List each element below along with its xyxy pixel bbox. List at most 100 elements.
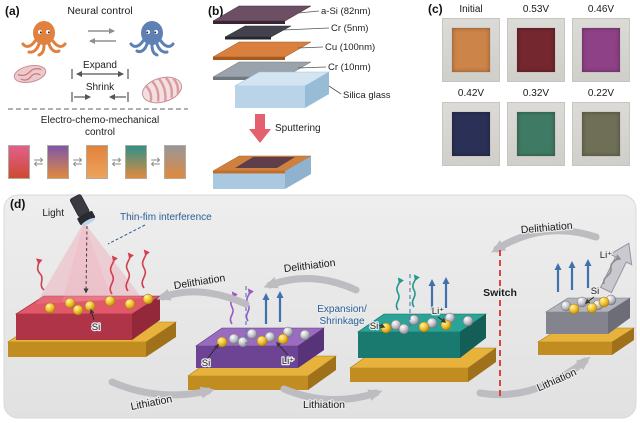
expansion-label-line1: Expansion/: [317, 304, 367, 315]
slab-side-face: [460, 314, 486, 358]
base-front-face: [8, 342, 146, 357]
label-pointer-lines: [89, 296, 595, 359]
sample-chip: [582, 28, 620, 72]
layer-face: [224, 25, 292, 38]
sample-chip: [517, 112, 555, 156]
si-atom: [124, 298, 136, 310]
li-ion: [576, 296, 588, 308]
sample-photo: [442, 102, 500, 166]
panel-b-label: (b): [208, 4, 223, 18]
sample-chip: [582, 112, 620, 156]
delithiation-arrow-3: [491, 227, 600, 253]
layer-label-cr10: Cr (10nm): [328, 62, 371, 73]
state-swatch: [164, 145, 186, 179]
device-cu-edge: [213, 171, 285, 174]
voltage-sample: 0.32V: [507, 88, 565, 166]
device-glass-side: [285, 156, 311, 189]
layer-edge: [213, 21, 285, 24]
lithiation-arrow-3: [476, 356, 591, 399]
octopus-pupil: [39, 31, 42, 34]
layer-label-cu: Cu (100nm): [325, 42, 375, 53]
panel-b: (b): [195, 0, 425, 192]
panel-c: (c) Initial 0.53V 0.46V 0.4: [425, 0, 640, 192]
base-side-face: [146, 322, 176, 357]
si-label-slab2: Si: [202, 358, 210, 369]
li-label-slab3: Li⁺: [432, 306, 444, 317]
delithiation-label-3: Delithiation: [520, 220, 573, 236]
si-atom: [418, 321, 430, 333]
octopus-tentacles: [129, 39, 175, 57]
layer-cr-5nm: [224, 25, 292, 40]
interference-pointer-line: [107, 224, 146, 245]
device-a-si-region: [235, 157, 295, 168]
si-atom: [72, 304, 84, 316]
layer-edge: [213, 57, 285, 60]
substrate-leader-line: [328, 85, 342, 95]
slab-front-face: [196, 346, 298, 368]
octopus-head: [141, 21, 163, 45]
lithiation-arrow-2: [280, 385, 383, 404]
state-swatch: [86, 145, 108, 179]
octopus-pupil: [47, 31, 50, 34]
panel-a-graphic: (a) Neural control: [5, 4, 188, 138]
octopus-head: [33, 21, 55, 45]
electro-chemo-title-line2: control: [85, 127, 115, 138]
si-atom: [277, 333, 289, 345]
si-atom: [256, 335, 268, 347]
base-side-face: [308, 356, 336, 390]
sample-photo: [572, 102, 630, 166]
slab-front-face: [16, 314, 132, 340]
li-ion: [462, 315, 474, 327]
flashlight-lens: [81, 217, 96, 226]
probe-beam-dashed-lines: [245, 274, 411, 344]
sample-photo: [507, 18, 565, 82]
slab-side-face: [298, 328, 324, 368]
swap-arrows-icon: ⇄: [111, 155, 122, 169]
sample-photo: [572, 18, 630, 82]
base-front-face: [188, 376, 308, 390]
si-atom: [64, 297, 76, 309]
li-ion: [299, 329, 311, 341]
flashlight-head: [77, 210, 96, 225]
si-atom: [44, 302, 56, 314]
sputtering-label: Sputtering: [275, 123, 321, 134]
octopus-orange-icon: [21, 21, 67, 57]
swap-arrows-icon: ⇄: [150, 155, 161, 169]
octopus-blue-icon: [129, 21, 175, 57]
panel-a-label: (a): [5, 4, 20, 18]
panel-a: (a) Neural control: [0, 0, 195, 192]
shrink-arrows-icon: [71, 92, 129, 102]
substrate-label: Silica glass: [343, 90, 391, 101]
flashlight-icon: [69, 194, 96, 226]
cycle-arrows: [108, 227, 600, 404]
voltage-sample-grid: Initial 0.53V 0.46V 0.42V: [442, 4, 630, 166]
light-cone: [36, 222, 142, 304]
interference-label: Thin-fim interference: [120, 212, 212, 223]
device-glass-front: [213, 173, 285, 189]
layer-face: [212, 5, 312, 22]
expansion-label-line2: Shrinkage: [319, 316, 364, 327]
base-front-face: [350, 368, 468, 382]
sputtered-film-device: [212, 155, 312, 189]
voltage-sample: 0.53V: [507, 4, 565, 82]
sample-chip: [452, 28, 490, 72]
delithiation-arrow-2: [263, 275, 360, 294]
si-atom: [84, 300, 96, 312]
panel-d-graphic: (d): [3, 194, 637, 419]
flashlight-body: [69, 194, 90, 217]
state-swatch: [8, 145, 30, 179]
tissue-stripes: [145, 76, 180, 102]
si-label-slab4: Si: [591, 286, 599, 297]
si-label-slab1: Si: [92, 322, 100, 333]
shrunk-tissue-oval: [13, 64, 47, 84]
arrow-shaft: [255, 114, 265, 129]
voltage-sample: 0.46V: [572, 4, 630, 82]
delithiation-arrow-1: [156, 288, 250, 308]
layer-leader-lines: [282, 10, 330, 69]
li-ion: [246, 328, 258, 340]
swap-arrows-icon: ⇄: [33, 155, 44, 169]
expand-label: Expand: [83, 60, 117, 71]
sample-photo: [507, 102, 565, 166]
teal-reflection-waves: [395, 274, 420, 311]
arrow-head: [249, 129, 271, 143]
